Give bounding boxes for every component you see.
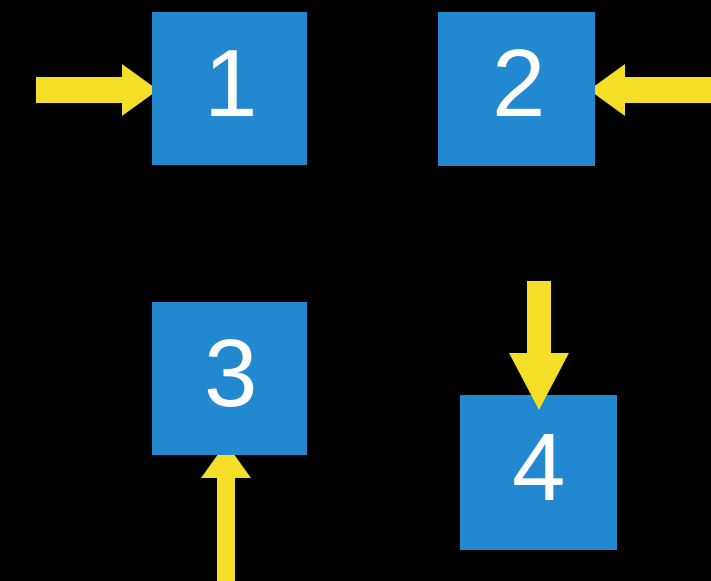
block-2[interactable] [438,12,595,166]
arrow-right-shape [36,64,158,116]
block-2-label: 2 [492,30,546,137]
block-1-label: 1 [204,30,258,137]
block-3-label: 3 [204,320,258,427]
arrow-down-shape [509,281,569,410]
block-4-label: 4 [512,414,566,521]
arrow-down-into-block-4 [509,281,569,410]
arrow-up-into-block-3 [201,443,251,581]
block-4[interactable] [460,395,617,550]
arrow-right-into-block-1 [36,64,158,116]
block-3[interactable] [152,302,307,455]
arrow-left-into-block-2 [589,64,711,116]
block-1[interactable] [152,12,307,165]
arrow-left-shape [589,64,711,116]
arrow-up-shape [201,443,251,581]
